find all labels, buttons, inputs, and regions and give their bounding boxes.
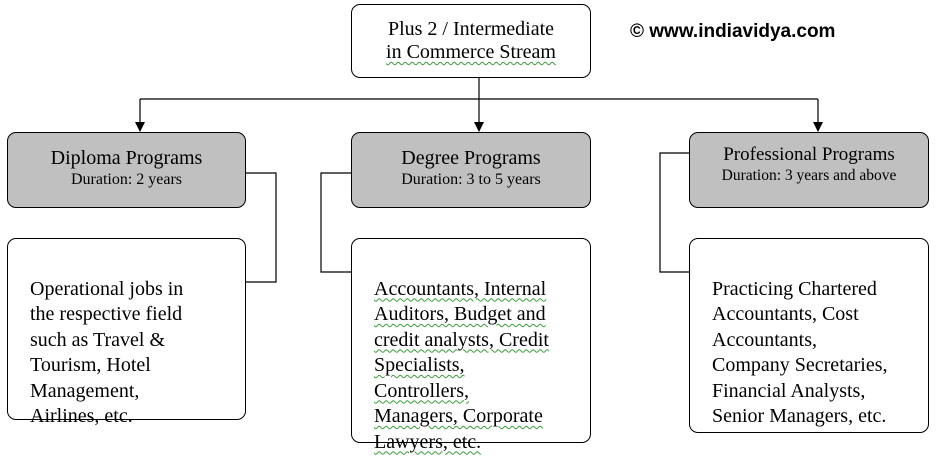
root-line-2-text: in Commerce Stream [386,41,556,63]
diploma-careers-box: Operational jobs in the respective field… [7,238,246,427]
professional-programs-node: Professional Programs Duration: 3 years … [689,132,929,208]
diploma-title: Diploma Programs [50,147,203,169]
degree-careers-box: Accountants, Internal Auditors, Budget a… [351,238,591,453]
degree-duration: Duration: 3 to 5 years [401,171,541,188]
bracket-professional [659,152,689,273]
professional-title: Professional Programs [723,144,895,165]
diploma-careers-text: Operational jobs in the respective field… [30,277,184,428]
degree-careers-text: Accountants, Internal Auditors, Budget a… [374,277,549,453]
bracket-diploma [246,172,277,283]
diploma-duration: Duration: 2 years [70,171,183,188]
watermark: © www.indiavidya.com [627,19,924,70]
root-line-2: in Commerce Stream [352,41,590,64]
professional-careers-box: Practicing Chartered Accountants, Cost A… [689,238,929,433]
professional-careers-text: Practicing Chartered Accountants, Cost A… [712,277,888,428]
root-line-1: Plus 2 / Intermediate [387,18,555,40]
degree-title: Degree Programs [401,147,541,169]
diploma-programs-node: Diploma Programs Duration: 2 years [7,132,246,208]
professional-duration: Duration: 3 years and above [721,167,897,184]
root-node: Plus 2 / Intermediate in Commerce Stream [351,4,591,78]
watermark-text: © www.indiavidya.com [630,21,836,42]
bracket-degree [320,172,351,273]
degree-programs-node: Degree Programs Duration: 3 to 5 years [351,132,591,208]
